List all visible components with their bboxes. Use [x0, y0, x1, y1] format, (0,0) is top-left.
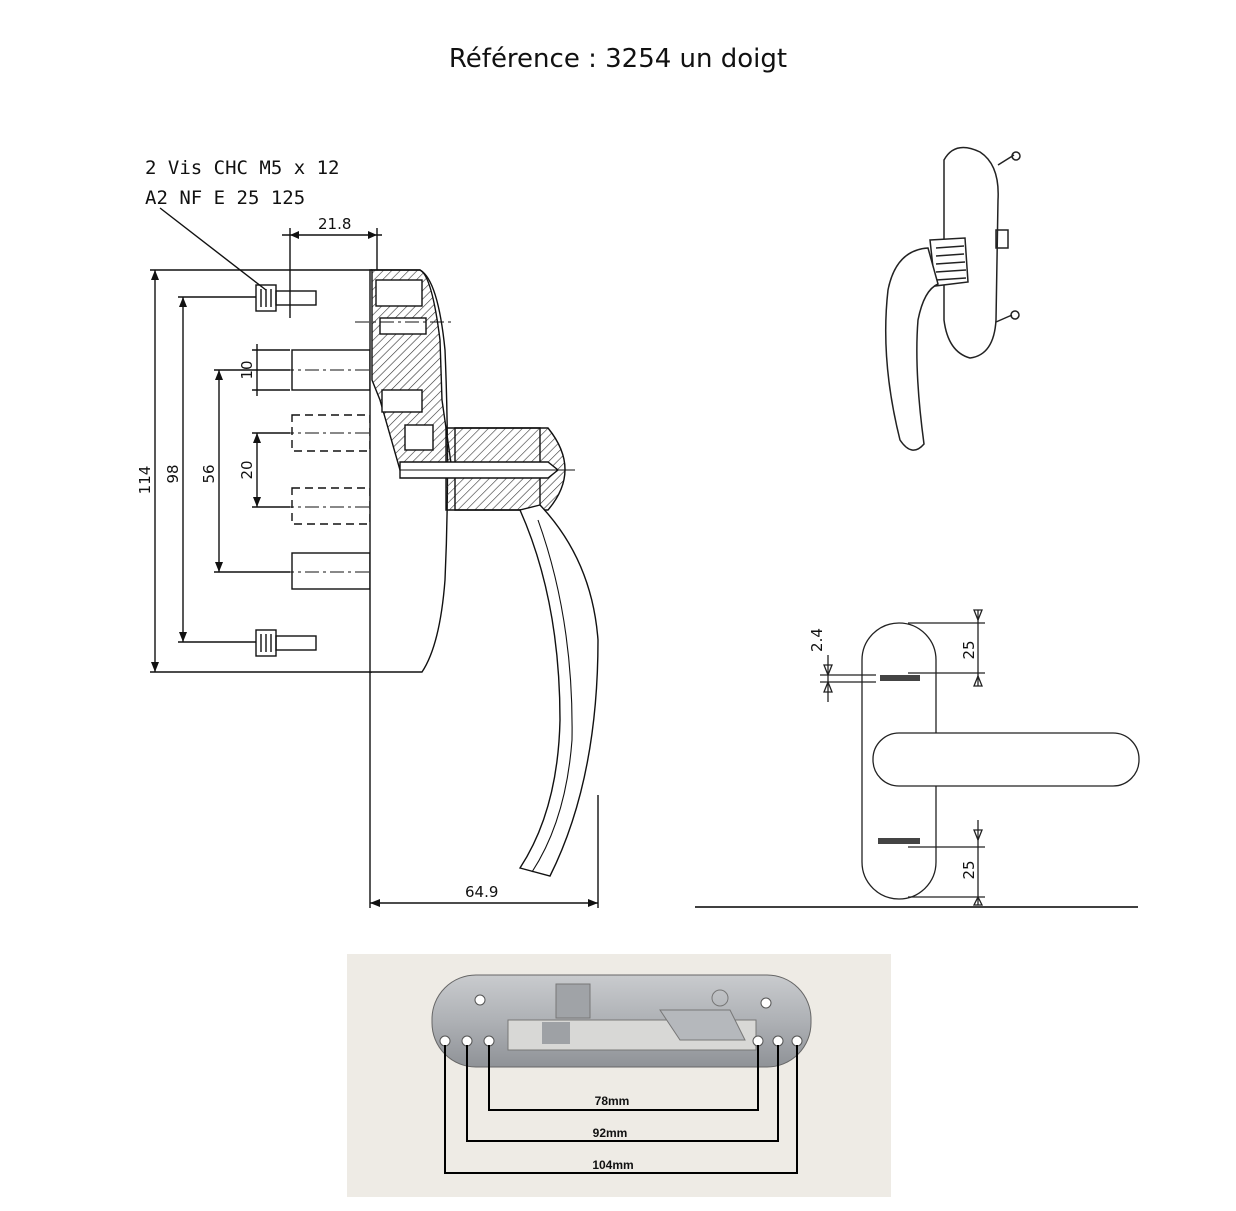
screw-note-line1: 2 Vis CHC M5 x 12	[145, 157, 339, 179]
dim-pin-spacing: 20	[238, 460, 256, 479]
measure-line-middle	[466, 1045, 779, 1142]
screw-leader-line	[159, 207, 267, 291]
screw-note-line2: A2 NF E 25 125	[145, 187, 305, 209]
handle-lever-side	[518, 504, 599, 877]
back-plate-photo: 78mm 92mm 104mm	[347, 954, 891, 1197]
dim-top-width: 21.8	[318, 215, 351, 233]
dim-bottom-margin: 25	[960, 860, 978, 879]
front-view: 25 25 2.4	[695, 609, 1140, 908]
measure-line-outer	[444, 1045, 798, 1174]
dim-screw-spacing: 98	[164, 464, 182, 483]
front-handle-lever	[872, 732, 1140, 787]
measure-line-inner	[488, 1045, 759, 1111]
page-title: Référence : 3254 un doigt	[448, 44, 788, 74]
dim-handle-projection: 64.9	[465, 883, 498, 901]
sketch-base-plate	[943, 146, 999, 359]
dim-stud-spacing: 56	[200, 464, 218, 483]
side-section-view: 2 Vis CHC M5 x 12 A2 NF E 25 125 21.8 11…	[136, 157, 599, 908]
measure-label-inner: 78mm	[595, 1094, 630, 1108]
dim-overall-height: 114	[136, 466, 154, 495]
bottom-screw	[255, 629, 317, 657]
top-screw	[255, 284, 317, 312]
hidden-pin-lower	[291, 487, 371, 525]
dim-top-margin: 25	[960, 640, 978, 659]
dim-offset: 2.4	[808, 628, 826, 652]
dim-stud-diameter: 10	[238, 360, 256, 379]
measure-label-middle: 92mm	[593, 1126, 628, 1140]
perspective-sketch	[884, 146, 1021, 451]
measure-label-outer: 104mm	[592, 1158, 633, 1172]
sketch-handle-lever	[884, 247, 939, 451]
lower-stud	[291, 552, 371, 590]
